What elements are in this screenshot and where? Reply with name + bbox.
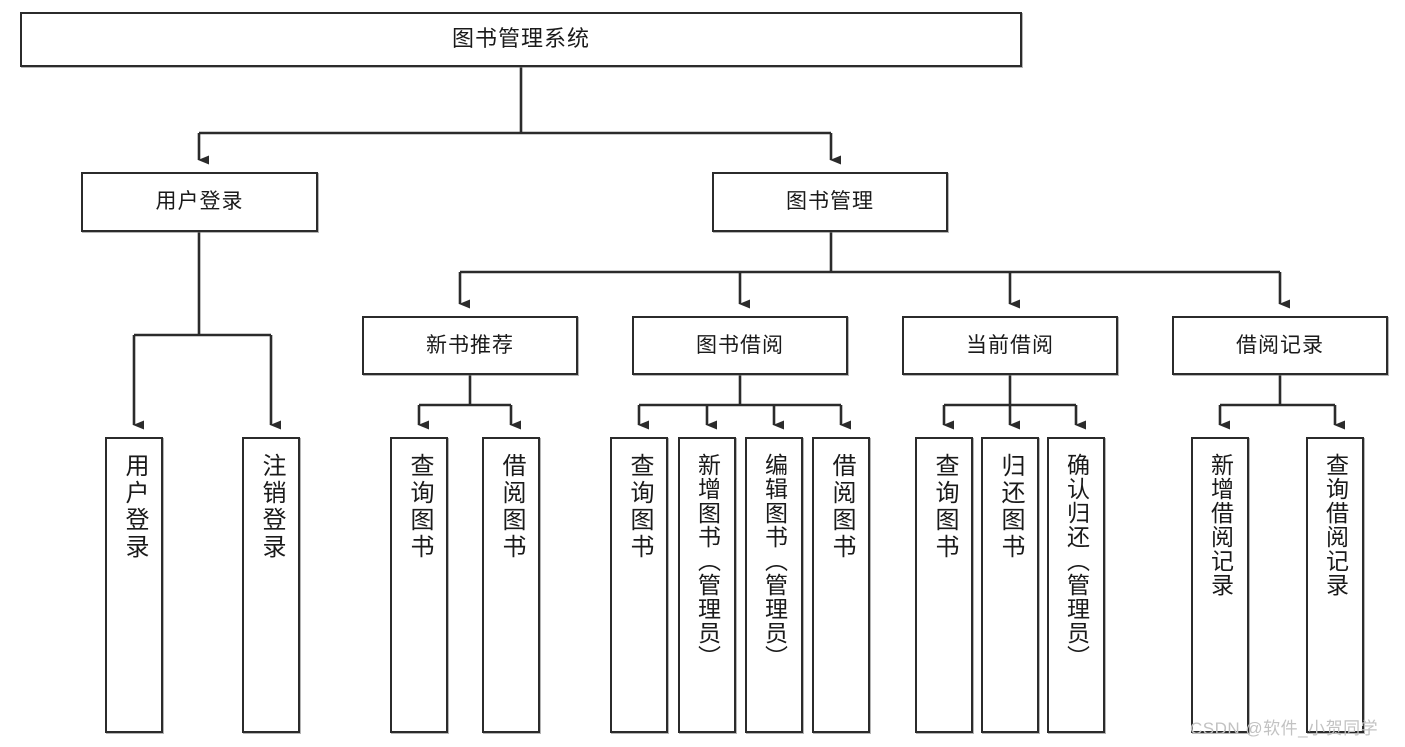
node-book-borrow[interactable]: 图书借阅 — [632, 316, 848, 375]
leaf-borrow-edit-book[interactable]: 编辑图书（管理员） — [745, 437, 803, 733]
node-label: 图书管理系统 — [451, 26, 590, 52]
node-label: 查询借阅记录 — [1322, 453, 1349, 597]
leaf-user-login-logout[interactable]: 注销登录 — [242, 437, 300, 733]
leaf-recommend-query-book[interactable]: 查询图书 — [390, 437, 448, 733]
leaf-current-return-book[interactable]: 归还图书 — [981, 437, 1039, 733]
leaf-borrow-query-book[interactable]: 查询图书 — [610, 437, 668, 733]
node-book-management[interactable]: 图书管理 — [712, 172, 948, 232]
leaf-recommend-borrow-book[interactable]: 借阅图书 — [482, 437, 540, 733]
node-label: 图书管理 — [786, 190, 874, 214]
leaf-borrow-add-book[interactable]: 新增图书（管理员） — [678, 437, 736, 733]
node-label: 查询图书 — [406, 453, 433, 561]
node-label: 用户登录 — [121, 453, 148, 561]
leaf-current-query-book[interactable]: 查询图书 — [915, 437, 973, 733]
node-label: 新书推荐 — [426, 333, 514, 357]
node-label: 用户登录 — [155, 190, 244, 214]
node-label: 归还图书 — [997, 453, 1024, 561]
leaf-user-login-login[interactable]: 用户登录 — [105, 437, 163, 733]
node-label: 注销登录 — [258, 453, 285, 561]
csdn-watermark: CSDN @软件_小贺同学 — [1190, 719, 1379, 738]
node-label: 当前借阅 — [966, 333, 1054, 357]
leaf-current-confirm-return[interactable]: 确认归还（管理员） — [1047, 437, 1105, 733]
node-label: 确认归还（管理员） — [1063, 453, 1090, 669]
node-root-system[interactable]: 图书管理系统 — [20, 12, 1022, 67]
node-label: 借阅图书 — [828, 453, 855, 561]
leaf-record-query-record[interactable]: 查询借阅记录 — [1306, 437, 1364, 733]
node-borrow-record[interactable]: 借阅记录 — [1172, 316, 1388, 375]
node-label: 查询图书 — [931, 453, 958, 561]
leaf-borrow-borrow-book[interactable]: 借阅图书 — [812, 437, 870, 733]
leaf-record-add-record[interactable]: 新增借阅记录 — [1191, 437, 1249, 733]
node-label: 新增图书（管理员） — [694, 453, 721, 669]
node-label: 查询图书 — [626, 453, 653, 561]
node-user-login[interactable]: 用户登录 — [81, 172, 318, 232]
node-label: 借阅图书 — [498, 453, 525, 561]
node-current-borrow[interactable]: 当前借阅 — [902, 316, 1118, 375]
node-label: 图书借阅 — [696, 333, 784, 357]
node-label: 借阅记录 — [1236, 333, 1324, 357]
node-label: 编辑图书（管理员） — [761, 453, 788, 669]
node-new-book-recommend[interactable]: 新书推荐 — [362, 316, 578, 375]
node-label: 新增借阅记录 — [1207, 453, 1234, 597]
